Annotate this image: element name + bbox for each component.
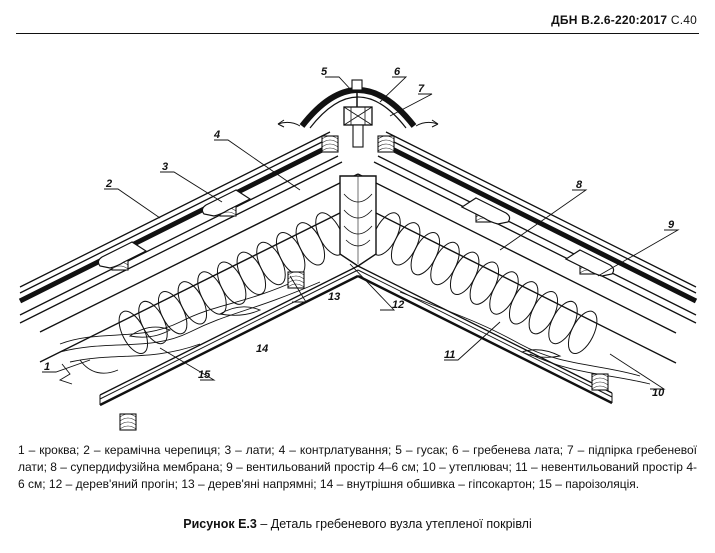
callout-6: 6 bbox=[394, 66, 401, 78]
insulation-cell bbox=[177, 281, 208, 325]
insulation-cell bbox=[430, 241, 460, 286]
callout-14: 14 bbox=[256, 343, 268, 355]
batten-block bbox=[591, 373, 609, 391]
callout-3: 3 bbox=[162, 161, 168, 173]
ridge-purlin bbox=[339, 175, 377, 267]
caption-label: Рисунок Е.3 bbox=[183, 517, 257, 531]
insulation-cell bbox=[567, 310, 598, 354]
insulation-cell bbox=[410, 232, 441, 276]
batten-block bbox=[287, 271, 305, 289]
callout-4: 4 bbox=[213, 129, 220, 141]
callout-1: 1 bbox=[44, 361, 50, 373]
left-slope bbox=[18, 131, 359, 407]
page-number: С.40 bbox=[670, 13, 697, 27]
callout-5: 5 bbox=[321, 66, 328, 78]
header-rule bbox=[16, 33, 699, 34]
legend-text: 1 – кроква; 2 – керамічна черепиця; 3 – … bbox=[18, 443, 697, 491]
right-slope bbox=[357, 131, 698, 405]
insulation-cell bbox=[216, 261, 247, 305]
tile bbox=[201, 189, 252, 217]
callout-9: 9 bbox=[668, 219, 675, 231]
tile bbox=[460, 197, 511, 225]
callout-12: 12 bbox=[392, 299, 404, 311]
ridge-detail-figure: 5 6 7 4 3 2 8 9 1 15 14 13 12 11 10 bbox=[18, 66, 698, 431]
callout-13: 13 bbox=[328, 291, 340, 303]
header-text: ДБН В.2.6-220:2017 С.40 bbox=[551, 13, 697, 27]
insulation-cell bbox=[118, 310, 149, 354]
insulation-cell bbox=[548, 300, 578, 345]
callout-10: 10 bbox=[652, 387, 665, 399]
caption-text: – Деталь гребеневого вузла утепленої пок… bbox=[256, 517, 532, 531]
callout-11: 11 bbox=[444, 349, 455, 361]
batten-block bbox=[321, 135, 339, 153]
page-header: ДБН В.2.6-220:2017 С.40 bbox=[0, 0, 715, 34]
insulation-cell bbox=[489, 271, 519, 315]
insulation-cell bbox=[508, 281, 539, 325]
insulation-cell bbox=[390, 222, 421, 266]
insulation-cell bbox=[157, 291, 188, 335]
callout-15: 15 bbox=[198, 369, 211, 381]
ceramic-tiles bbox=[97, 189, 615, 277]
callout-7: 7 bbox=[418, 83, 425, 95]
insulation-cell bbox=[236, 251, 267, 295]
leader-lines bbox=[42, 76, 680, 390]
rafter-wood-grain bbox=[58, 278, 651, 385]
insulation-cell bbox=[449, 251, 480, 295]
batten-block bbox=[119, 413, 137, 431]
insulation-cell bbox=[528, 291, 559, 335]
tile bbox=[564, 249, 615, 277]
tile bbox=[97, 241, 148, 269]
batten-block bbox=[377, 135, 395, 153]
callout-2: 2 bbox=[105, 178, 112, 190]
insulation-cell bbox=[295, 222, 326, 266]
ridge-cap bbox=[277, 79, 439, 148]
insulation-cell bbox=[469, 261, 500, 305]
callout-8: 8 bbox=[576, 179, 583, 191]
insulation-cell bbox=[256, 241, 286, 286]
doc-code: ДБН В.2.6-220:2017 bbox=[551, 13, 668, 27]
figure-caption: Рисунок Е.3 – Деталь гребеневого вузла у… bbox=[0, 517, 715, 531]
callout-numbers: 5 6 7 4 3 2 8 9 1 15 14 13 12 11 10 bbox=[44, 66, 675, 399]
